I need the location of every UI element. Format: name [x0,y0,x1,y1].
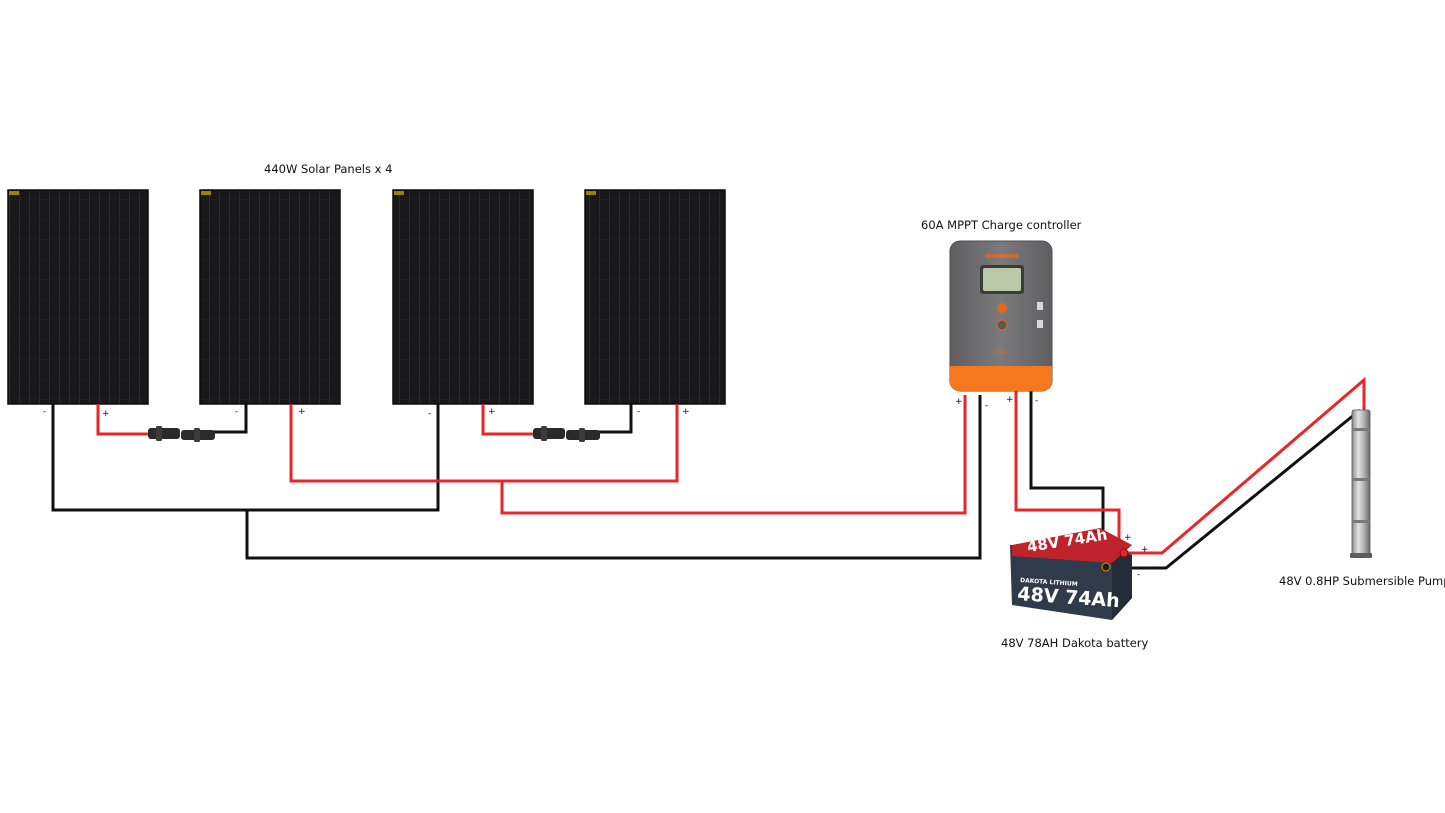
pump-wire-negative-mark: - [1137,570,1140,580]
battery-wire-positive-mark: + [1124,533,1132,543]
pv-negative-to-controller [245,395,982,560]
solar-panel-1 [7,189,149,405]
negative-wires [51,390,1361,570]
panel-3-positive-mark: + [488,407,496,417]
battery: DAKOTA LITHIUM 48V 74Ah DAKOTA LITHIUM 4… [1010,524,1132,620]
battery-wire-negative-mark: - [1094,527,1097,537]
panel-2-negative-lead [212,404,248,434]
battery-negative-terminal [1101,562,1111,572]
controller-pv-positive-mark: + [955,397,963,407]
panel-3-negative-mark: - [428,409,431,419]
panel-1-positive-lead [96,404,150,436]
solar-panel-2 [199,189,341,405]
polarity-marks: - + - + - + - + + - + - - + + - [43,395,1149,580]
controller-battery-negative [1029,390,1105,566]
mc4-connector-2 [533,426,600,442]
controller-button-1 [997,303,1007,313]
panel-2-positive-mark: + [298,407,306,417]
panel-4-negative-mark: - [637,407,640,417]
solar-panel-4 [584,189,726,405]
battery-to-pump-positive [1128,376,1366,555]
solar-panels [7,189,726,405]
mc4-connector-1 [148,426,215,442]
charge-controller-label: 60A MPPT Charge controller [921,218,1082,232]
battery-brand-front: DAKOTA LITHIUM [1020,577,1078,588]
solar-panel-3 [392,189,534,405]
panel-4-positive-mark: + [682,407,690,417]
charge-controller: 60A [949,240,1053,392]
battery-positive-terminal [1119,548,1129,558]
panel-2-negative-mark: - [235,407,238,417]
panel-3-positive-lead [481,404,535,436]
pump-wire-positive-mark: + [1141,545,1149,555]
positive-wires [96,376,1366,555]
panel-4-negative-lead [597,404,633,434]
pv-positive-to-controller [500,395,967,515]
controller-button-2 [996,319,1008,331]
panel-1-negative-mark: - [43,407,46,417]
panel-1-positive-mark: + [102,409,110,419]
pump-label: 48V 0.8HP Submersible Pump [1279,574,1445,588]
solar-panels-label: 440W Solar Panels x 4 [264,162,392,176]
submersible-pump [1350,409,1372,558]
controller-batt-negative-mark: - [1035,396,1038,406]
controller-battery-positive [1014,390,1121,550]
controller-batt-positive-mark: + [1006,395,1014,405]
controller-pv-negative-mark: - [985,401,988,411]
battery-label: 48V 78AH Dakota battery [1001,636,1149,650]
controller-model-text: 60A [995,349,1008,356]
string-positive-combiner [289,404,679,483]
